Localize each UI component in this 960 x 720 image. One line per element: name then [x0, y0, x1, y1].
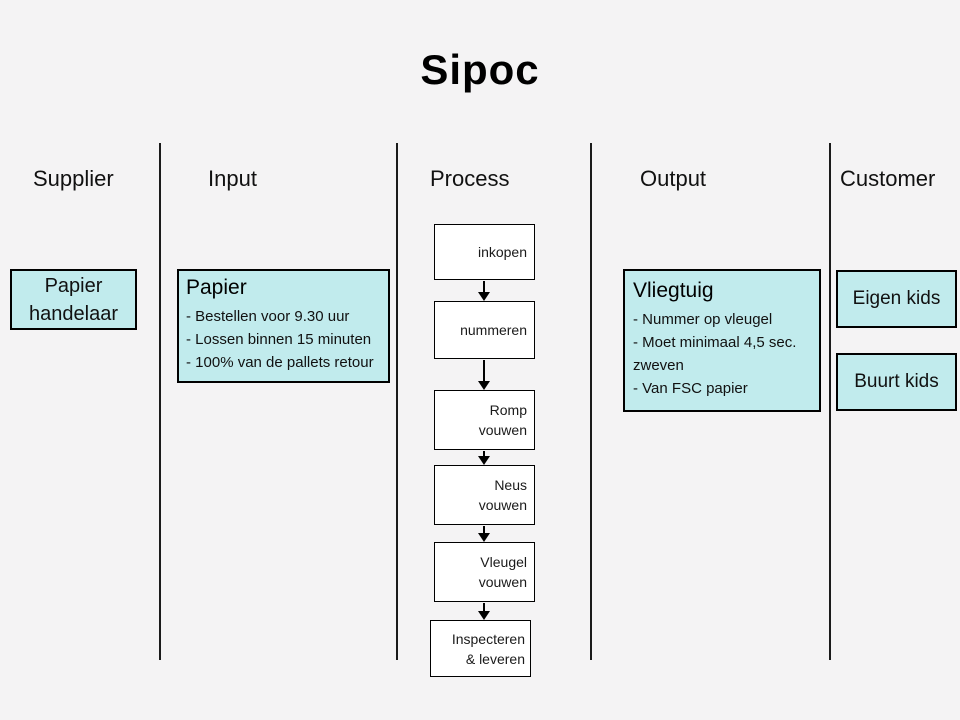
- column-header-customer: Customer: [840, 166, 936, 191]
- input-box-title: Papier: [186, 276, 247, 299]
- column-header-process: Process: [430, 166, 510, 191]
- customer-box-eigen-kids[interactable]: Eigen kids: [836, 270, 957, 328]
- input-bullet: - Bestellen voor 9.30 uur: [186, 308, 350, 325]
- process-step-label: & leveren: [465, 650, 525, 667]
- output-box[interactable]: Vliegtuig - Nummer op vleugel - Moet min…: [623, 269, 821, 412]
- input-bullet: - 100% van de pallets retour: [186, 354, 374, 371]
- output-bullet: - Nummer op vleugel: [633, 311, 773, 328]
- process-step-label: vouwen: [478, 574, 527, 590]
- column-header-supplier: Supplier: [33, 166, 114, 191]
- input-box[interactable]: Papier - Bestellen voor 9.30 uur - Losse…: [177, 269, 390, 383]
- supplier-box[interactable]: Papier handelaar: [10, 269, 137, 330]
- output-box-title: Vliegtuig: [633, 279, 714, 302]
- process-step-neus-vouwen[interactable]: Neus vouwen: [434, 465, 535, 525]
- supplier-box-line: handelaar: [29, 302, 118, 325]
- column-divider-4: [829, 143, 831, 660]
- process-step-vleugel-vouwen[interactable]: Vleugel vouwen: [434, 542, 535, 602]
- customer-box-buurt-kids[interactable]: Buurt kids: [836, 353, 957, 411]
- flow-arrow-down: [478, 360, 490, 390]
- supplier-box-line: Papier: [44, 274, 103, 297]
- process-step-label: vouwen: [478, 422, 527, 438]
- process-step-nummeren[interactable]: nummeren: [434, 301, 535, 359]
- flow-arrow-down: [478, 603, 490, 620]
- process-step-label: inkopen: [477, 244, 527, 260]
- column-divider-3: [590, 143, 592, 660]
- page-title: Sipoc: [420, 46, 540, 93]
- column-divider-2: [396, 143, 398, 660]
- flow-arrow-down: [478, 281, 490, 301]
- process-step-label: Vleugel: [480, 554, 527, 570]
- process-step-label: Romp: [489, 402, 527, 418]
- flow-arrow-down: [478, 526, 490, 542]
- process-step-romp-vouwen[interactable]: Romp vouwen: [434, 390, 535, 450]
- input-bullet: - Lossen binnen 15 minuten: [186, 331, 372, 348]
- process-step-label: nummeren: [460, 322, 527, 338]
- customer-box-label: Buurt kids: [854, 371, 939, 392]
- output-bullet-wrap: zweven: [633, 357, 684, 374]
- column-header-input: Input: [208, 166, 257, 191]
- column-header-output: Output: [640, 166, 707, 191]
- process-step-label: Inspecteren: [451, 630, 525, 647]
- process-step-label: vouwen: [478, 497, 527, 513]
- flow-arrow-down: [478, 451, 490, 465]
- output-bullet: - Van FSC papier: [633, 380, 748, 397]
- process-step-inspecteren-leveren[interactable]: Inspecteren & leveren: [430, 620, 531, 677]
- process-step-inkopen[interactable]: inkopen: [434, 224, 535, 280]
- process-step-label: Neus: [494, 477, 527, 493]
- output-bullet: - Moet minimaal 4,5 sec.: [633, 334, 797, 351]
- customer-box-label: Eigen kids: [852, 288, 941, 309]
- column-divider-1: [159, 143, 161, 660]
